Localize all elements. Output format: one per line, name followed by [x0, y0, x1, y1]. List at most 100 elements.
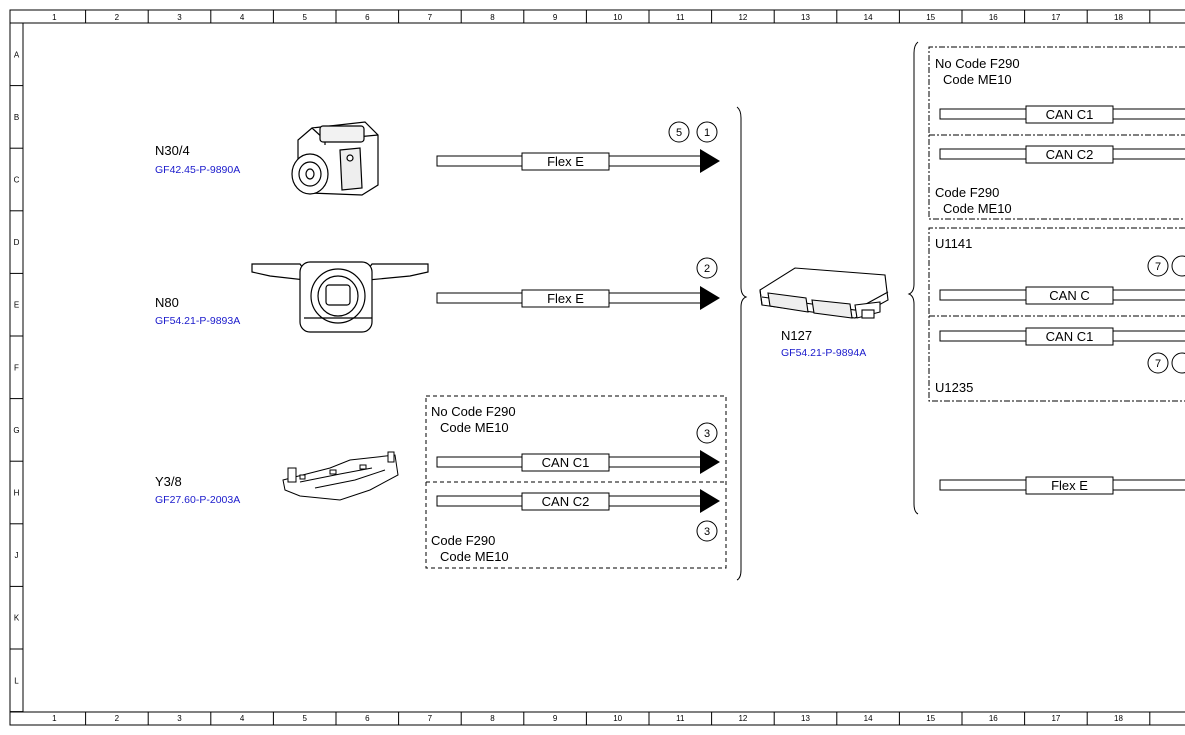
- n80-name: N80: [155, 295, 179, 310]
- flex-e-bus-2: Flex E 2: [436, 257, 720, 310]
- grid-column-label-top: 6: [365, 13, 370, 22]
- can-c1-bus-right-2-label: CAN C1: [1046, 329, 1094, 344]
- grid-column-label-top: 1: [52, 13, 57, 22]
- grid-column-label-bottom: 13: [801, 714, 810, 723]
- grid-column-label-bottom: 4: [240, 714, 245, 723]
- grid-row-label: L: [14, 676, 19, 685]
- grid-row-label: G: [13, 426, 19, 435]
- grid-column-label-bottom: 2: [115, 714, 120, 723]
- n127-component: N127 GF54.21-P-9894A: [759, 267, 889, 359]
- arrow-right-icon: [700, 149, 720, 173]
- grid-column-label-top: 2: [115, 13, 120, 22]
- right-code-box-1: No Code F290 Code ME10 Code F290 Code ME…: [928, 46, 1185, 220]
- grid-column-label-top: 12: [738, 13, 747, 22]
- right-box2-bottom-label: U1235: [935, 380, 973, 395]
- grid-column-label-top: 10: [613, 13, 622, 22]
- left-box-bottom-line2: Code ME10: [440, 549, 509, 564]
- grid-row-label: D: [14, 238, 20, 247]
- ignition-switch-icon: [291, 121, 379, 196]
- marker-2: 2: [704, 263, 710, 275]
- flex-e-bus-right: Flex E: [939, 476, 1185, 495]
- right-box1-top-line1: No Code F290: [935, 56, 1020, 71]
- grid-column-label-bottom: 11: [676, 714, 685, 723]
- flex-e-bus-1: Flex E 5 1: [436, 121, 720, 173]
- grid-column-label-top: 16: [989, 13, 998, 22]
- grid-column-label-top: 14: [864, 13, 873, 22]
- grid-row-label: J: [15, 551, 19, 560]
- marker-5: 5: [676, 127, 682, 139]
- grid-row-label: E: [14, 301, 19, 310]
- y3-8-ref[interactable]: GF27.60-P-2003A: [155, 494, 240, 506]
- right-code-box-2: U1141 U1235 CAN C 7 CAN C1 7: [928, 227, 1185, 402]
- right-box1-top-line2: Code ME10: [943, 72, 1012, 87]
- can-c1-bus-right-label: CAN C1: [1046, 107, 1094, 122]
- left-box-bottom-line1: Code F290: [431, 533, 495, 548]
- grid-row-label: B: [14, 113, 19, 122]
- right-brace: [907, 41, 919, 515]
- grid-row-label: F: [14, 363, 19, 372]
- grid-column-label-top: 18: [1114, 13, 1123, 22]
- arrow-right-icon: [700, 286, 720, 310]
- grid-column-label-top: 5: [302, 13, 307, 22]
- marker-3-top: 3: [704, 428, 710, 440]
- left-box-top-line2: Code ME10: [440, 420, 509, 435]
- n30-4-component: N30/4 GF42.45-P-9890A: [155, 121, 379, 196]
- grid-column-label-bottom: 1: [52, 714, 57, 723]
- transmission-control-plate-icon: [282, 451, 399, 501]
- n80-component: N80 GF54.21-P-9893A: [155, 261, 429, 333]
- control-unit-icon: [759, 267, 889, 319]
- flex-e-bus-1-label: Flex E: [547, 154, 584, 169]
- grid-column-label-bottom: 12: [738, 714, 747, 723]
- can-c2-bus-left-label: CAN C2: [542, 494, 590, 509]
- left-box-top-line1: No Code F290: [431, 404, 516, 419]
- flex-e-bus-right-label: Flex E: [1051, 478, 1088, 493]
- grid-column-label-top: 11: [676, 13, 685, 22]
- n30-4-name: N30/4: [155, 143, 190, 158]
- grid-column-label-bottom: 15: [926, 714, 935, 723]
- grid-column-label-bottom: 8: [490, 714, 495, 723]
- flex-e-bus-2-label: Flex E: [547, 291, 584, 306]
- grid-column-label-bottom: 7: [428, 714, 433, 723]
- grid-column-label-top: 4: [240, 13, 245, 22]
- n127-ref[interactable]: GF54.21-P-9894A: [781, 347, 866, 359]
- arrow-right-icon: [700, 489, 720, 513]
- marker-3-bottom: 3: [704, 526, 710, 538]
- can-c2-bus-right: CAN C2: [939, 145, 1185, 164]
- grid-row-label: A: [14, 50, 20, 59]
- grid-column-label-top: 7: [428, 13, 433, 22]
- n127-name: N127: [781, 328, 812, 343]
- grid-column-label-top: 13: [801, 13, 810, 22]
- grid-column-label-bottom: 14: [864, 714, 873, 723]
- marker-1: 1: [704, 127, 710, 139]
- can-c-bus-right: CAN C 7: [939, 255, 1185, 305]
- y3-8-component: Y3/8 GF27.60-P-2003A: [155, 451, 399, 506]
- left-code-box: No Code F290 Code ME10 Code F290 Code ME…: [425, 395, 727, 569]
- grid-column-label-top: 3: [177, 13, 182, 22]
- grid-column-label-top: 17: [1051, 13, 1060, 22]
- grid-column-label-top: 8: [490, 13, 495, 22]
- grid-column-label-bottom: 18: [1114, 714, 1123, 723]
- grid-column-label-top: 9: [553, 13, 558, 22]
- right-box1-bottom-line1: Code F290: [935, 185, 999, 200]
- arrow-right-icon: [700, 450, 720, 474]
- can-c1-bus-right-2: CAN C1 7: [939, 327, 1185, 374]
- grid-column-labels: 1122334455667788991010111112121313141415…: [52, 10, 1151, 725]
- marker-7-bottom: 7: [1155, 358, 1161, 370]
- grid-row-label: H: [14, 489, 20, 498]
- left-brace: [736, 106, 748, 581]
- can-c-bus-right-label: CAN C: [1049, 288, 1089, 303]
- grid-row-label: C: [14, 176, 20, 185]
- steering-column-module-icon: [251, 261, 429, 333]
- grid-column-label-bottom: 9: [553, 714, 558, 723]
- can-c2-bus-left: CAN C2 3: [436, 489, 720, 542]
- can-c2-bus-right-label: CAN C2: [1046, 147, 1094, 162]
- grid-column-label-top: 15: [926, 13, 935, 22]
- n30-4-ref[interactable]: GF42.45-P-9890A: [155, 164, 240, 176]
- grid-column-label-bottom: 6: [365, 714, 370, 723]
- grid-column-label-bottom: 3: [177, 714, 182, 723]
- n80-ref[interactable]: GF54.21-P-9893A: [155, 315, 240, 327]
- can-c1-bus-left-label: CAN C1: [542, 455, 590, 470]
- y3-8-name: Y3/8: [155, 474, 182, 489]
